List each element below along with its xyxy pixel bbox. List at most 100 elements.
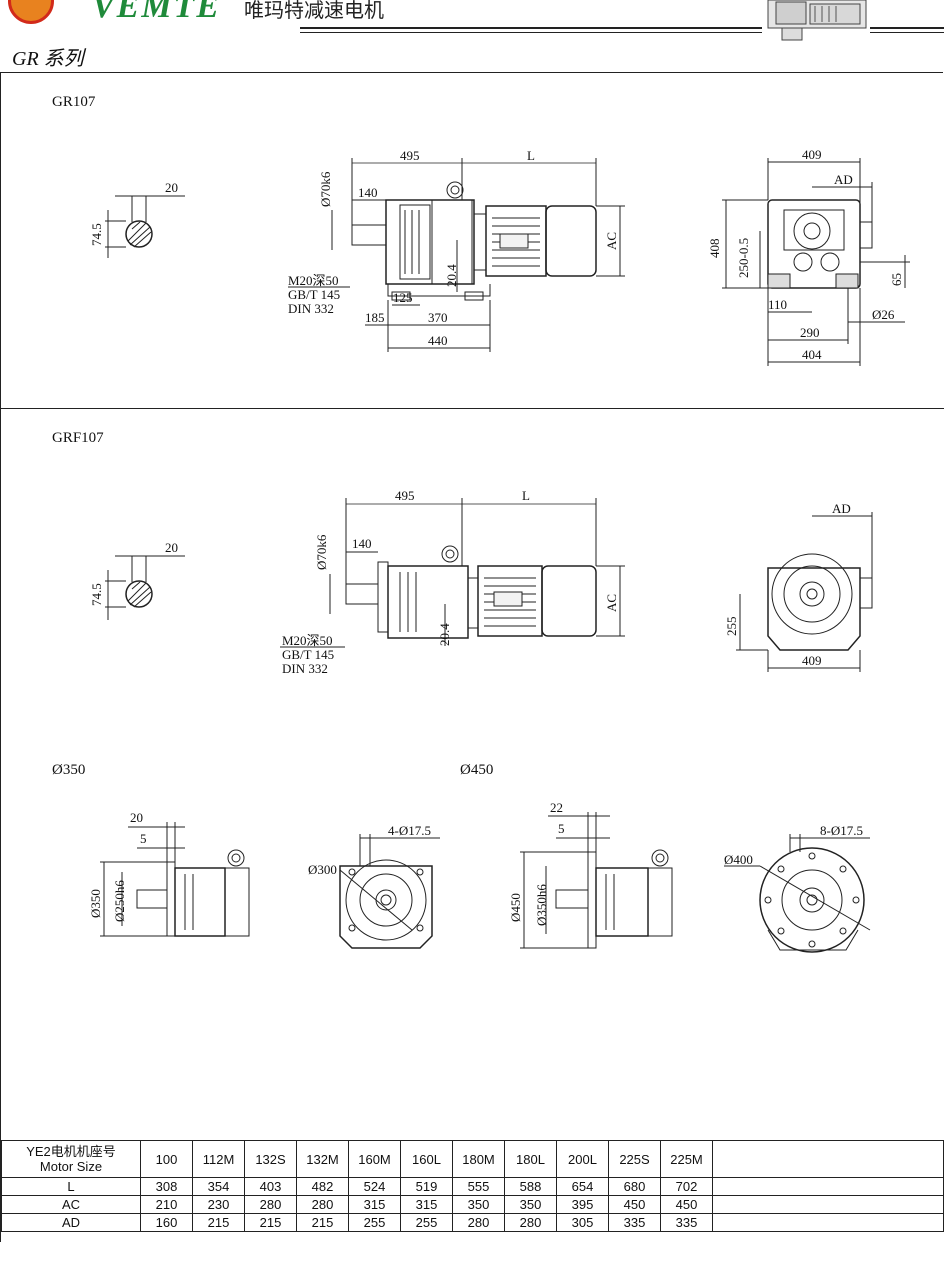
flange350-side-view: 20 5 Ø350 Ø250h6 — [88, 810, 250, 937]
technical-drawing: 20 74.5 — [88, 147, 910, 953]
table-cell: 100 — [140, 1140, 193, 1178]
gr107-end-AD: AD — [834, 172, 853, 187]
table-cell: 524 — [348, 1177, 401, 1196]
table-cell: 350 — [504, 1195, 557, 1214]
table-cell: 403 — [244, 1177, 297, 1196]
grf107-dim-L: L — [522, 488, 530, 503]
flange350-pcd: Ø300 — [308, 862, 337, 877]
gr107-dim-L: L — [527, 148, 535, 163]
grf107-dim-495: 495 — [395, 488, 415, 503]
table-cell: 215 — [296, 1213, 349, 1232]
gr107-end-110: 110 — [768, 297, 787, 312]
table-cell: 280 — [296, 1195, 349, 1214]
table-cell-empty — [712, 1140, 944, 1178]
gr107-end-65: 65 — [889, 273, 904, 286]
table-cell: 335 — [660, 1213, 713, 1232]
flange350-end-view: 4-Ø17.5 Ø300 — [308, 823, 440, 949]
table-cell-empty — [712, 1213, 944, 1232]
table-cell: 680 — [608, 1177, 661, 1196]
grf107-dim-20-4: 20.4 — [437, 623, 452, 646]
table-cell: 200L — [556, 1140, 609, 1178]
flange350-dim-5: 5 — [140, 831, 147, 846]
table-cell: 654 — [556, 1177, 609, 1196]
flange450-dim-22: 22 — [550, 800, 563, 815]
flange450-side-view: 22 5 Ø450 Ø350h6 — [508, 800, 673, 949]
brand-name: VEMTE — [92, 0, 222, 25]
grf107-end-view: AD 255 409 — [724, 501, 873, 672]
table-cell: 450 — [660, 1195, 713, 1214]
grf107-thread-1: M20深50 — [282, 633, 333, 648]
table-row: YE2电机机座号 Motor Size 100 112M 132S 132M 1… — [1, 1140, 944, 1178]
gr107-dim-AC: AC — [604, 232, 619, 250]
flange450-dim-450: Ø450 — [508, 893, 523, 922]
grf107-end-255: 255 — [724, 617, 739, 637]
table-row: AD 160 215 215 215 255 255 280 280 305 3… — [1, 1213, 944, 1232]
table-cell: 588 — [504, 1177, 557, 1196]
gr107-end-250: 250-0.5 — [736, 238, 751, 278]
drawing-frame — [0, 72, 943, 1242]
table-cell: 112M — [192, 1140, 245, 1178]
gr107-end-290: 290 — [800, 325, 820, 340]
table-cell: 305 — [556, 1213, 609, 1232]
table-row-label: L — [1, 1177, 141, 1196]
model-label-grf107: GRF107 — [52, 430, 104, 446]
table-cell: 225M — [660, 1140, 713, 1178]
gr107-end-view: 409 AD 408 250-0.5 65 110 Ø26 290 404 — [707, 147, 910, 366]
gr107-dim-440: 440 — [428, 333, 448, 348]
flange450-dim-5: 5 — [558, 821, 565, 836]
table-cell: 354 — [192, 1177, 245, 1196]
grf107-thread-2: GB/T 145 — [282, 647, 334, 662]
table-cell: 450 — [608, 1195, 661, 1214]
table-cell: 280 — [244, 1195, 297, 1214]
motor-size-table: YE2电机机座号 Motor Size 100 112M 132S 132M 1… — [1, 1140, 944, 1232]
table-cell: 280 — [452, 1213, 505, 1232]
table-cell: 180M — [452, 1140, 505, 1178]
section-divider — [0, 408, 944, 409]
gr107-dim-125: 125 — [393, 290, 413, 305]
grf107-side-view: 495 L 140 Ø70k6 20.4 AC M20深50 GB/T 145 … — [280, 488, 625, 676]
gr107-end-409: 409 — [802, 147, 822, 162]
table-cell: 255 — [348, 1213, 401, 1232]
gr107-side-view: 495 L 140 Ø70k6 20.4 AC 125 185 370 440 … — [288, 148, 625, 352]
grf107-thread-3: DIN 332 — [282, 661, 328, 676]
gr107-shaft-dim: 74.5 — [89, 223, 104, 246]
gr107-dim-185: 185 — [365, 310, 385, 325]
flange450-dim-350: Ø350h6 — [534, 884, 549, 926]
table-cell: 519 — [400, 1177, 453, 1196]
grf107-dim-140: 140 — [352, 536, 372, 551]
grf107-key-dim: 20 — [165, 540, 178, 555]
table-cell: 132M — [296, 1140, 349, 1178]
flange350-dim-20: 20 — [130, 810, 143, 825]
gr107-dim-20-4: 20.4 — [444, 264, 459, 287]
table-cell: 180L — [504, 1140, 557, 1178]
table-cell: 315 — [348, 1195, 401, 1214]
grf107-end-AD: AD — [832, 501, 851, 516]
model-label-flange350: Ø350 — [52, 762, 86, 778]
brand-name-cn: 唯玛特减速电机 — [244, 0, 384, 22]
table-cell: 225S — [608, 1140, 661, 1178]
model-label-gr107: GR107 — [52, 94, 96, 110]
table-cell: 255 — [400, 1213, 453, 1232]
table-cell: 160M — [348, 1140, 401, 1178]
table-cell: 280 — [504, 1213, 557, 1232]
header: VEMTE 唯玛特减速电机 GR 系列 — [0, 0, 944, 70]
table-cell: 160 — [140, 1213, 193, 1232]
table-cell: 315 — [400, 1195, 453, 1214]
gr107-thread-2: GB/T 145 — [288, 287, 340, 302]
table-header-cn: YE2电机机座号 — [26, 1144, 116, 1159]
table-cell: 702 — [660, 1177, 713, 1196]
gr107-key-dim: 20 — [165, 180, 178, 195]
table-row: L 308 354 403 482 524 519 555 588 654 68… — [1, 1177, 944, 1196]
gr107-end-408: 408 — [707, 239, 722, 259]
flange350-holes: 4-Ø17.5 — [388, 823, 431, 838]
table-cell: 395 — [556, 1195, 609, 1214]
model-label-flange450: Ø450 — [460, 762, 494, 778]
flange450-end-view: 8-Ø17.5 Ø400 — [724, 823, 871, 953]
table-cell: 350 — [452, 1195, 505, 1214]
series-title: GR 系列 — [12, 48, 84, 70]
table-cell-empty — [712, 1195, 944, 1214]
grf107-dim-AC: AC — [604, 594, 619, 612]
header-rule — [870, 27, 944, 29]
table-cell: 160L — [400, 1140, 453, 1178]
grf107-shaft-dim: 74.5 — [89, 583, 104, 606]
